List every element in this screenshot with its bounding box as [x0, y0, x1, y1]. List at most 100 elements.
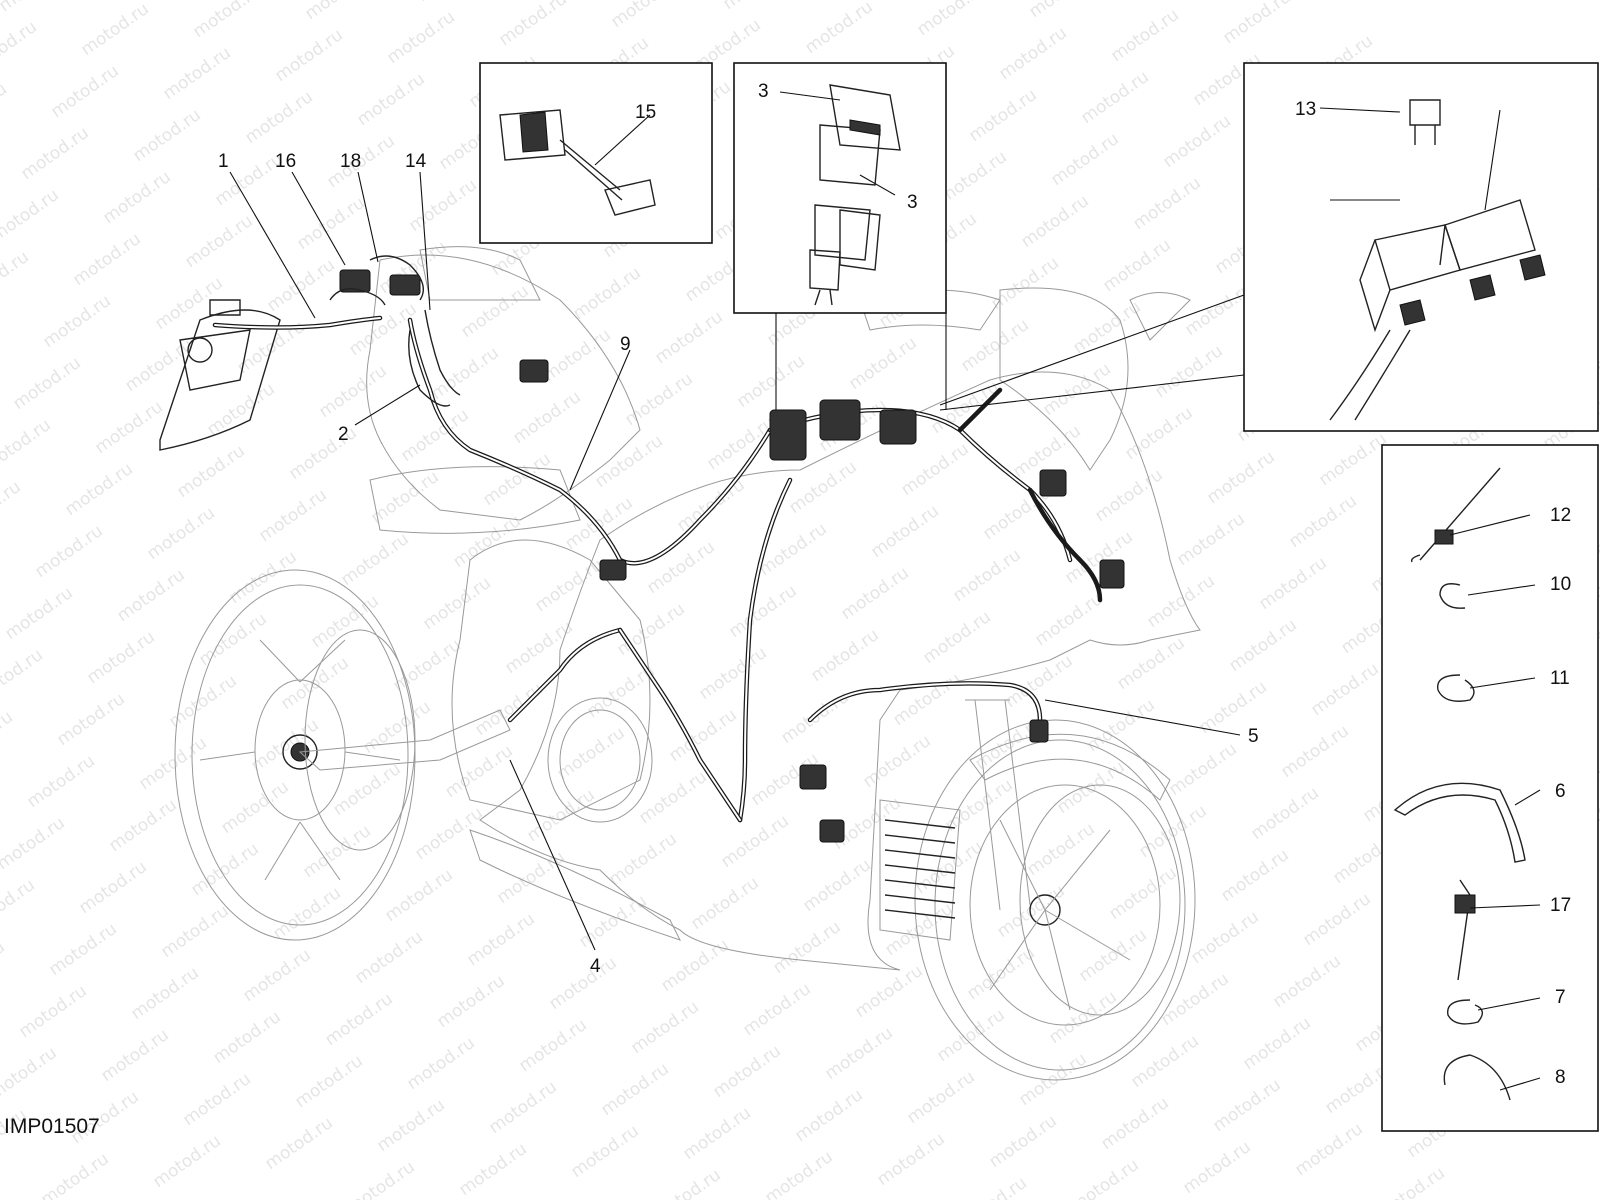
watermark-text: motod.ru	[61, 459, 136, 520]
callout-4: 4	[590, 956, 601, 977]
watermark-text: motod.ru	[643, 537, 718, 598]
watermark-text: motod.ru	[1031, 589, 1106, 650]
watermark-text: motod.ru	[255, 485, 330, 546]
watermark-text: motod.ru	[545, 953, 620, 1014]
watermark-text: motod.ru	[725, 581, 800, 642]
watermark-text: motod.ru	[957, 315, 1032, 376]
watermark-text: motod.ru	[1107, 5, 1182, 66]
watermark-text: motod.ru	[1165, 739, 1240, 800]
callout-labels: 1 16 18 14 2 9 15 3 3 13 12 10 11 6 17 7…	[218, 81, 1571, 1088]
watermark-text: motod.ru	[83, 627, 158, 688]
watermark-text: motod.ru	[801, 0, 876, 58]
watermark-text: motod.ru	[269, 883, 344, 944]
watermark-text: motod.ru	[225, 547, 300, 608]
watermark-text: motod.ru	[501, 617, 576, 678]
callout-16: 16	[275, 151, 296, 172]
watermark-text: motod.ru	[261, 1113, 336, 1174]
watermark-text: motod.ru	[845, 333, 920, 394]
watermark-text: motod.ru	[993, 881, 1068, 942]
watermark-text: motod.ru	[703, 413, 778, 474]
watermark-text: motod.ru	[799, 855, 874, 916]
callout-10: 10	[1550, 574, 1571, 595]
watermark-text: motod.ru	[575, 891, 650, 952]
watermark-text: motod.ru	[569, 263, 644, 324]
watermark-text: motod.ru	[607, 0, 682, 32]
inset-3	[733, 62, 947, 314]
watermark-text: motod.ru	[299, 821, 374, 882]
watermark-text: motod.ru	[1121, 403, 1196, 464]
callout-14: 14	[405, 151, 427, 172]
watermark-text: motod.ru	[143, 503, 218, 564]
watermark-text: motod.ru	[127, 963, 202, 1024]
watermark-text: motod.ru	[919, 607, 994, 668]
watermark-text: motod.ru	[791, 1085, 866, 1146]
watermark-text: motod.ru	[493, 847, 568, 908]
watermark-text: motod.ru	[0, 1167, 1, 1200]
watermark-text: motod.ru	[985, 1111, 1060, 1172]
watermark-text: motod.ru	[149, 1131, 224, 1192]
watermark-text: motod.ru	[285, 423, 360, 484]
watermark-text: motod.ru	[195, 609, 270, 670]
watermark-text: motod.ru	[1225, 615, 1300, 676]
watermark-text: motod.ru	[531, 555, 606, 616]
watermark-text: motod.ru	[31, 521, 106, 582]
watermark-text: motod.ru	[75, 857, 150, 918]
watermark-text: motod.ru	[291, 1051, 366, 1112]
watermark-text: motod.ru	[889, 669, 964, 730]
watermark-text: motod.ru	[1159, 111, 1234, 172]
inset-fasteners	[1381, 444, 1599, 1132]
watermark-text: motod.ru	[359, 697, 434, 758]
callout-2: 2	[338, 424, 349, 445]
cable-clip-icon	[1393, 583, 1526, 1101]
watermark-text: motod.ru	[495, 0, 570, 50]
watermark-text: motod.ru	[515, 1015, 590, 1076]
watermark-text: motod.ru	[315, 361, 390, 422]
watermark-text: motod.ru	[1129, 173, 1204, 234]
watermark-text: motod.ru	[189, 0, 264, 42]
watermark-text: motod.ru	[591, 431, 666, 492]
watermark-text: motod.ru	[0, 415, 55, 476]
watermark-text: motod.ru	[0, 707, 17, 768]
callout-3b: 3	[907, 192, 918, 213]
watermark-text: motod.ru	[47, 61, 122, 122]
watermark-text: motod.ru	[449, 511, 524, 572]
watermark-text: motod.ru	[419, 573, 494, 634]
watermark-text: motod.ru	[455, 1139, 530, 1200]
drawing-code: IMP01507	[4, 1115, 100, 1138]
watermark-text: motod.ru	[217, 777, 292, 838]
watermark-text: motod.ru	[733, 351, 808, 412]
watermark-text: motod.ru	[1157, 969, 1232, 1030]
watermark-text: motod.ru	[157, 901, 232, 962]
leader-lines	[229, 91, 1541, 1091]
watermark-text: motod.ru	[413, 0, 488, 6]
watermark-text: motod.ru	[1269, 951, 1344, 1012]
watermark-text: motod.ru	[0, 17, 41, 78]
watermark-text: motod.ru	[15, 981, 90, 1042]
watermark-text: motod.ru	[187, 839, 262, 900]
watermark-text: motod.ru	[247, 715, 322, 776]
watermark-text: motod.ru	[353, 69, 428, 130]
callout-8: 8	[1555, 1067, 1566, 1088]
watermark-text: motod.ru	[37, 1149, 112, 1200]
watermark-text: motod.ru	[1143, 571, 1218, 632]
watermark-text: motod.ru	[0, 247, 33, 308]
watermark-text: motod.ru	[719, 0, 794, 14]
watermark-text: motod.ru	[1077, 67, 1152, 128]
motorcycle-outline-icon	[159, 246, 1201, 1081]
watermark-text: motod.ru	[1, 583, 76, 644]
watermark-text: motod.ru	[1307, 659, 1382, 720]
watermark-text: motod.ru	[1113, 633, 1188, 694]
callout-1: 1	[218, 151, 229, 172]
watermark-text: motod.ru	[9, 353, 84, 414]
callout-12: 12	[1550, 505, 1571, 526]
watermark-text: motod.ru	[0, 645, 47, 706]
watermark-text: motod.ru	[135, 733, 210, 794]
watermark-text: motod.ru	[621, 369, 696, 430]
watermark-text: motod.ru	[903, 1067, 978, 1128]
watermark-text: motod.ru	[761, 1147, 836, 1200]
watermark-text: motod.ru	[411, 803, 486, 864]
callout-7: 7	[1555, 987, 1566, 1008]
watermark-text: motod.ru	[91, 397, 166, 458]
watermark-text: motod.ru	[1203, 447, 1278, 508]
